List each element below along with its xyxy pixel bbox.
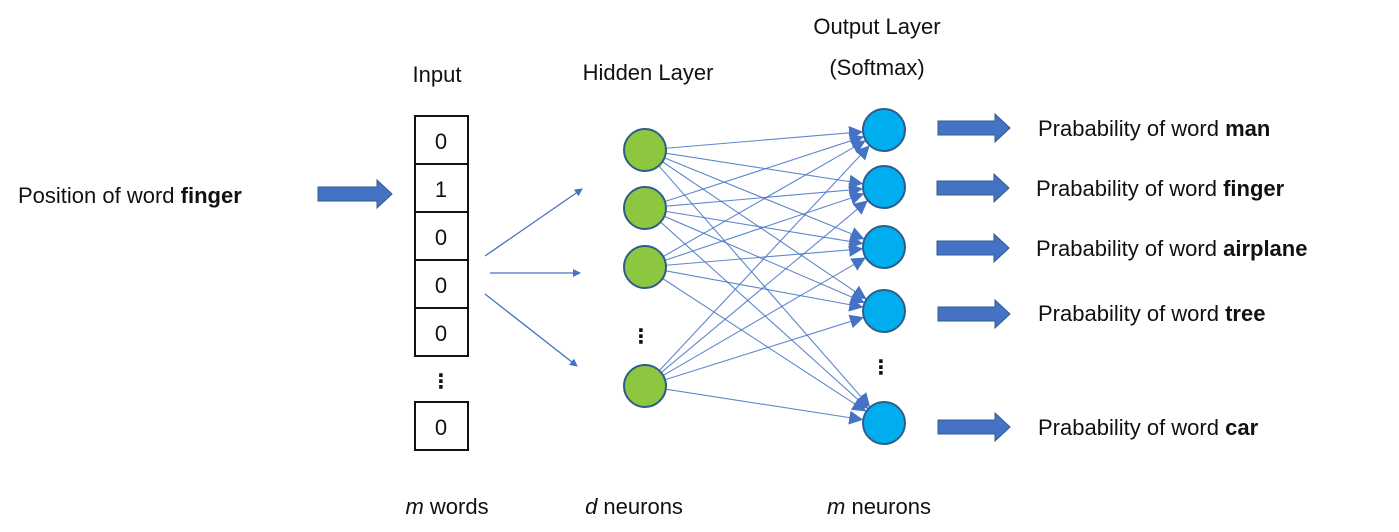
input-cell-value: 0 bbox=[435, 273, 447, 298]
input-word-label-prefix: Position of word bbox=[18, 183, 181, 208]
hidden-layer-neurons bbox=[623, 128, 667, 408]
input-size-label: m words bbox=[405, 494, 488, 519]
output-neuron bbox=[862, 108, 906, 152]
output-label-prefix: Prabability of word bbox=[1036, 176, 1223, 201]
input-to-hidden-arrows bbox=[484, 188, 583, 367]
output-block-arrow-icon bbox=[936, 232, 1010, 264]
output-row: Prabability of word car bbox=[937, 411, 1259, 443]
connection-line bbox=[664, 314, 864, 381]
output-label-word: airplane bbox=[1223, 236, 1307, 261]
connection-line bbox=[665, 152, 864, 189]
hidden-layer-header: Hidden Layer bbox=[583, 60, 714, 85]
output-size-label: m neurons bbox=[827, 494, 931, 519]
input-cell bbox=[414, 259, 469, 309]
input-cell bbox=[414, 163, 469, 213]
connection-line bbox=[665, 183, 864, 207]
output-block-arrow-icon bbox=[937, 112, 1011, 144]
output-size-var: m bbox=[827, 494, 845, 519]
hidden-size-label: d neurons bbox=[585, 494, 683, 519]
hidden-to-output-connections bbox=[658, 125, 871, 425]
input-arrow-up-icon bbox=[484, 188, 583, 257]
input-word-label: Position of word finger bbox=[18, 183, 242, 208]
connection-line bbox=[662, 140, 866, 258]
input-cell bbox=[414, 115, 469, 165]
input-size-text: words bbox=[424, 494, 489, 519]
connection-line bbox=[662, 257, 866, 376]
hidden-neuron bbox=[623, 128, 667, 172]
output-neuron bbox=[862, 401, 906, 445]
output-label-prefix: Prabability of word bbox=[1038, 116, 1225, 141]
input-cell bbox=[414, 401, 469, 451]
output-neuron bbox=[862, 165, 906, 209]
connection-line bbox=[660, 221, 869, 409]
output-label-word: finger bbox=[1223, 176, 1285, 201]
connection-line bbox=[662, 161, 867, 300]
connection-line bbox=[665, 242, 864, 266]
input-word-label-word: finger bbox=[181, 183, 243, 208]
output-label-word: man bbox=[1225, 116, 1270, 141]
output-size-text: neurons bbox=[845, 494, 931, 519]
input-cell-value: 0 bbox=[435, 321, 447, 346]
output-neuron bbox=[862, 225, 906, 269]
output-label-word: car bbox=[1225, 415, 1258, 440]
output-probability-label: Prabability of word tree bbox=[1038, 301, 1265, 326]
hidden-size-var: d bbox=[585, 494, 598, 519]
connection-line bbox=[664, 215, 865, 304]
output-neuron bbox=[862, 289, 906, 333]
connection-line bbox=[662, 278, 867, 412]
input-cell-value: 0 bbox=[435, 129, 447, 154]
output-probability-label: Prabability of word airplane bbox=[1036, 236, 1307, 261]
output-layer-header: Output Layer bbox=[813, 14, 940, 39]
connection-line bbox=[665, 388, 864, 425]
hidden-neuron bbox=[623, 245, 667, 289]
input-cell-value: 1 bbox=[435, 177, 447, 202]
output-label-prefix: Prabability of word bbox=[1038, 415, 1225, 440]
output-probability-label: Prabability of word finger bbox=[1036, 176, 1285, 201]
output-block-arrow-icon bbox=[936, 172, 1010, 204]
output-probability-label: Prabability of word car bbox=[1038, 415, 1259, 440]
output-probability-label: Prabability of word man bbox=[1038, 116, 1270, 141]
input-block-arrow-icon bbox=[317, 178, 393, 210]
input-one-hot-vector: 0 1 0 0 0 ⋮ 0 bbox=[414, 115, 469, 451]
input-arrow-down-icon bbox=[484, 293, 578, 367]
input-cell bbox=[414, 307, 469, 357]
input-size-var: m bbox=[405, 494, 423, 519]
hidden-size-text: neurons bbox=[597, 494, 683, 519]
connection-line bbox=[660, 200, 868, 373]
output-row: Prabability of word tree bbox=[937, 298, 1265, 330]
output-layer-subheader: (Softmax) bbox=[829, 55, 924, 80]
hidden-neuron bbox=[623, 364, 667, 408]
output-row: Prabability of word finger bbox=[936, 172, 1285, 204]
connection-line bbox=[664, 191, 865, 261]
hidden-neuron bbox=[623, 186, 667, 230]
connection-line bbox=[658, 145, 870, 372]
connection-line bbox=[665, 125, 864, 149]
output-row: Prabability of word airplane bbox=[936, 232, 1307, 264]
output-label-prefix: Prabability of word bbox=[1038, 301, 1225, 326]
input-cell-value: 0 bbox=[435, 415, 447, 440]
input-ellipsis: ⋮ bbox=[431, 371, 451, 393]
output-block-arrow-icon bbox=[937, 298, 1011, 330]
connection-line bbox=[665, 270, 864, 312]
output-block-arrow-icon bbox=[937, 411, 1011, 443]
output-probability-labels: Prabability of word man Prabability of w… bbox=[936, 112, 1307, 443]
input-header: Input bbox=[413, 62, 462, 87]
output-label-word: tree bbox=[1225, 301, 1265, 326]
hidden-ellipsis: ⋮ bbox=[631, 326, 651, 348]
output-layer-neurons bbox=[862, 108, 906, 445]
connection-line bbox=[664, 134, 865, 203]
output-label-prefix: Prabability of word bbox=[1036, 236, 1223, 261]
input-cell-value: 0 bbox=[435, 225, 447, 250]
output-ellipsis: ⋮ bbox=[871, 357, 891, 379]
output-row: Prabability of word man bbox=[937, 112, 1270, 144]
